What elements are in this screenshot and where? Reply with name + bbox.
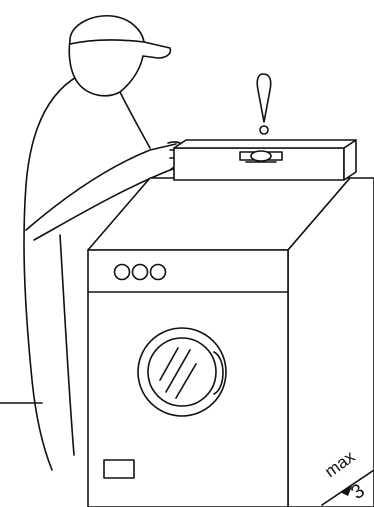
warning-exclamation-icon — [257, 74, 271, 134]
spirit-level — [174, 140, 356, 180]
level-bubble — [251, 151, 271, 161]
technician-head — [69, 16, 170, 96]
